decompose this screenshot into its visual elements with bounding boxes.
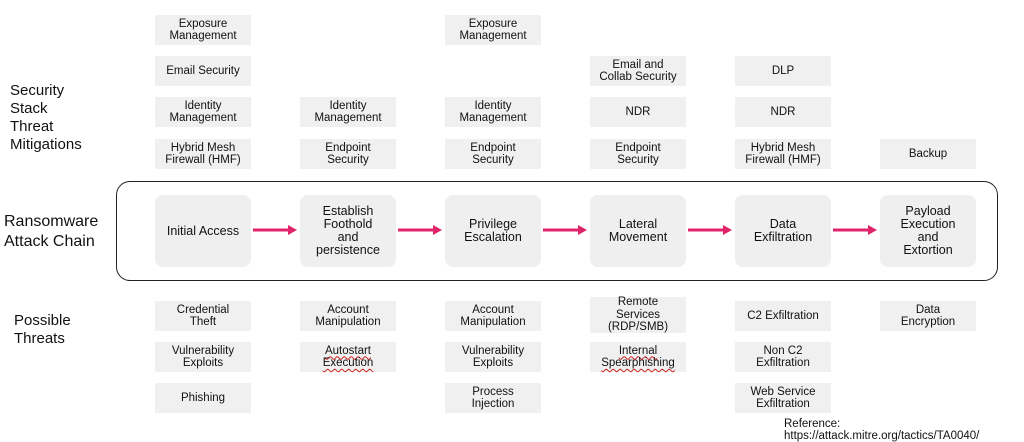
threat-box: Data Encryption <box>880 301 976 331</box>
mitigation-box: Exposure Management <box>155 15 251 45</box>
mitigation-box: NDR <box>735 97 831 127</box>
label-security-mitigations: Security Stack Threat Mitigations <box>10 82 82 153</box>
threat-box: Process Injection <box>445 383 541 413</box>
mitigation-box: Backup <box>880 139 976 169</box>
threat-box: Vulnerability Exploits <box>155 342 251 372</box>
threat-box: Phishing <box>155 383 251 413</box>
stage-lateral-movement: Lateral Movement <box>590 195 686 267</box>
label-possible-threats: Possible Threats <box>14 312 71 347</box>
threat-box: Non C2 Exfiltration <box>735 342 831 372</box>
mitigation-box: Endpoint Security <box>445 139 541 169</box>
mitigation-box: Identity Management <box>300 97 396 127</box>
threat-box: Credential Theft <box>155 301 251 331</box>
flow-arrow <box>688 225 732 235</box>
mitigation-box: Identity Management <box>445 97 541 127</box>
flow-arrow <box>253 225 297 235</box>
mitigation-box: Email and Collab Security <box>590 56 686 86</box>
mitigation-box: Endpoint Security <box>590 139 686 169</box>
threat-box: Vulnerability Exploits <box>445 342 541 372</box>
mitigation-box: Email Security <box>155 56 251 86</box>
mitigation-box: Identity Management <box>155 97 251 127</box>
flow-arrow <box>398 225 442 235</box>
stage-initial-access: Initial Access <box>155 195 251 267</box>
attack-chain-frame <box>116 181 998 281</box>
mitigation-box: NDR <box>590 97 686 127</box>
threat-box: Internal Spearphishing <box>590 342 686 372</box>
flow-arrow <box>543 225 587 235</box>
reference-text: Reference: https://attack.mitre.org/tact… <box>784 418 980 442</box>
stage-payload-execution: Payload Execution and Extortion <box>880 195 976 267</box>
mitigation-box: Exposure Management <box>445 15 541 45</box>
stage-privilege-escalation: Privilege Escalation <box>445 195 541 267</box>
threat-box: Autostart Execution <box>300 342 396 372</box>
threat-box: Account Manipulation <box>300 301 396 331</box>
mitigation-box: Hybrid Mesh Firewall (HMF) <box>735 139 831 169</box>
threat-box: Account Manipulation <box>445 301 541 331</box>
stage-establish-foothold: Establish Foothold and persistence <box>300 195 396 267</box>
threat-box: Remote Services (RDP/SMB) <box>590 296 686 333</box>
threat-box: C2 Exfiltration <box>735 301 831 331</box>
flow-arrow <box>833 225 877 235</box>
label-attack-chain: Ransomware Attack Chain <box>4 213 99 250</box>
mitigation-box: Hybrid Mesh Firewall (HMF) <box>155 139 251 169</box>
threat-box: Web Service Exfiltration <box>735 383 831 413</box>
stage-data-exfiltration: Data Exfiltration <box>735 195 831 267</box>
mitigation-box: Endpoint Security <box>300 139 396 169</box>
mitigation-box: DLP <box>735 56 831 86</box>
